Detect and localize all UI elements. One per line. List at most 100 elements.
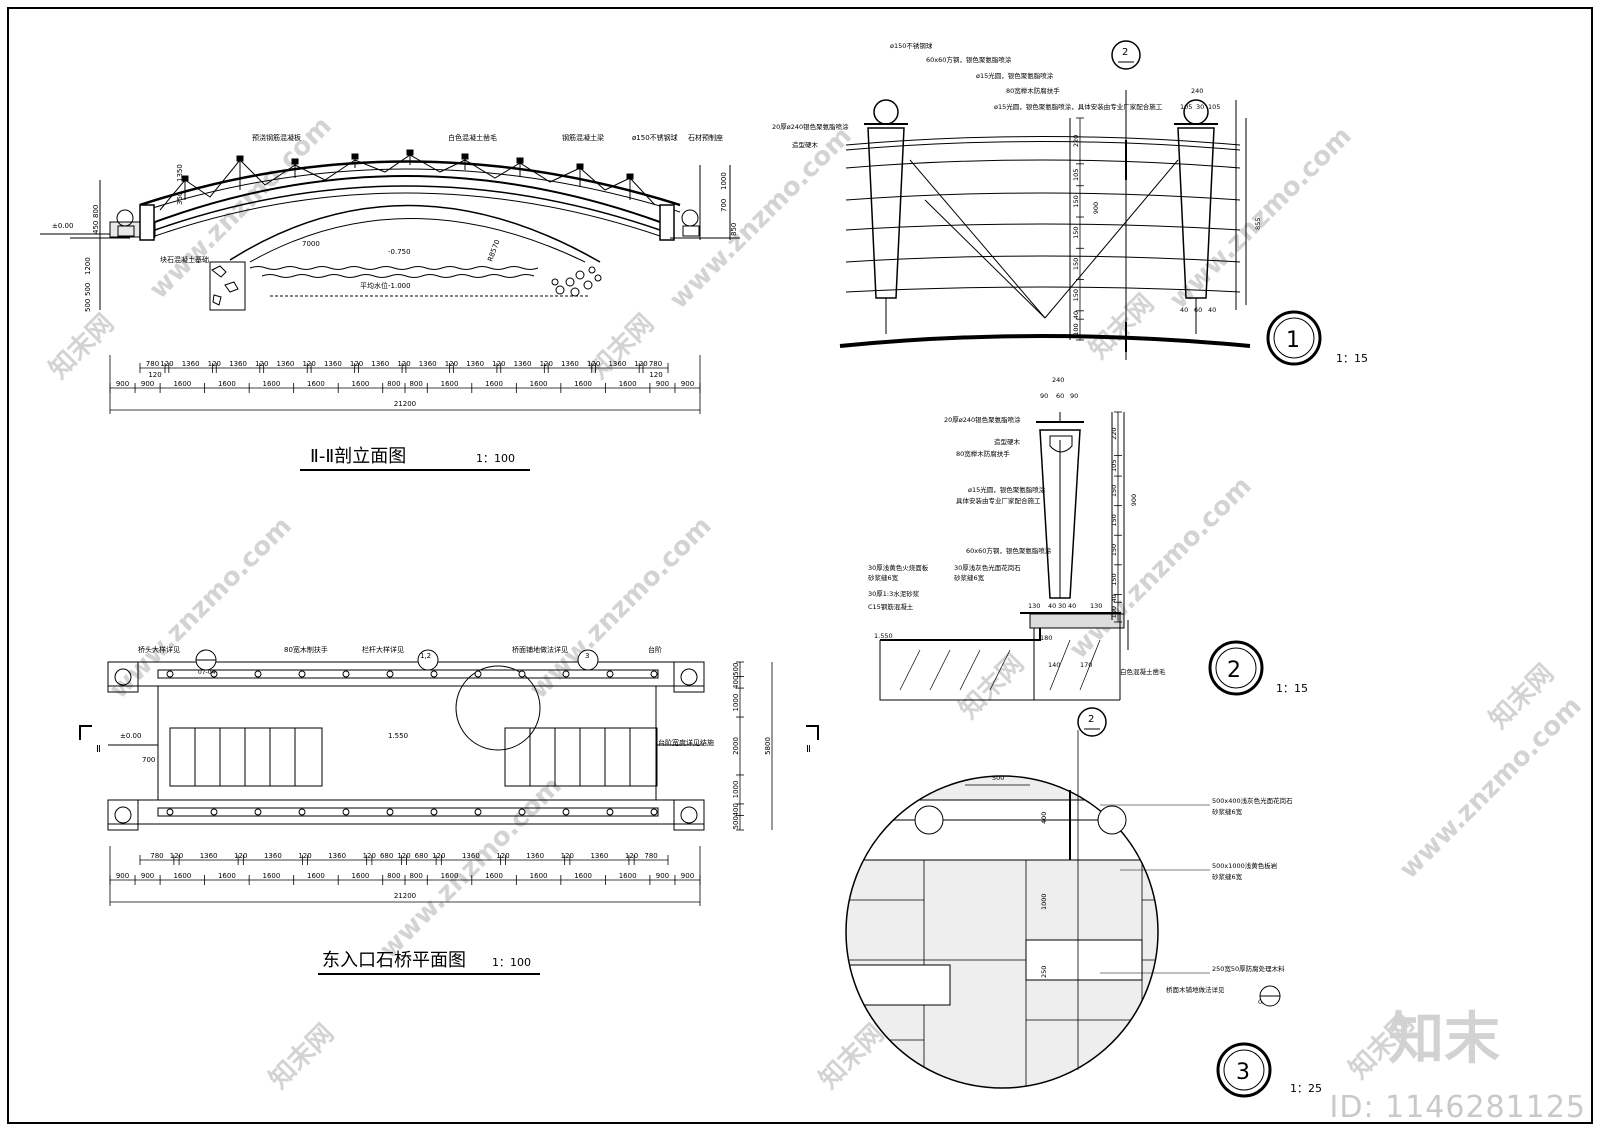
dim-value: 900: [656, 872, 669, 880]
dim-value: 780: [649, 360, 662, 368]
dim-value: 1600: [173, 872, 191, 880]
d2-dim: 60: [1056, 392, 1064, 400]
dim-value: 120: [397, 360, 410, 368]
dim-value: 120: [302, 360, 315, 368]
watermark-text: 知末网: [44, 309, 120, 385]
d2-level: 1.550: [874, 632, 893, 640]
d2-dim: 140: [1048, 661, 1060, 669]
detail-1-scale: 1：15: [1336, 352, 1368, 365]
dim-value: 150: [1110, 573, 1118, 585]
dim-value: 400: [732, 803, 740, 816]
rail-post: [166, 808, 174, 816]
sheet-border: [7, 7, 1593, 1124]
dim-value: 1600: [574, 872, 592, 880]
rail-post: [518, 808, 526, 816]
label-bridge-head: 桥头大样详见: [138, 645, 180, 654]
dim-total: 21200: [394, 892, 416, 900]
detail-3-enlarged-plan: [845, 730, 1210, 1089]
label-foundation: 块石混凝土基础: [160, 255, 209, 264]
watermark-text: www.znzmo.com: [664, 121, 858, 315]
rail-post: [210, 670, 218, 678]
dim-value: 400: [732, 676, 740, 689]
dim-value: 150: [1072, 226, 1080, 238]
d3-label-timber: 250宽50厚防腐处理木料: [1212, 964, 1285, 973]
dim-value: 680: [415, 852, 428, 860]
dim-total: 900: [1130, 494, 1138, 506]
dim-value: 1600: [619, 380, 637, 388]
d2-dim: 90: [1070, 392, 1078, 400]
rail-post: [298, 808, 306, 816]
dim-value: 1600: [263, 380, 281, 388]
label-railing: 栏杆大样详见: [362, 645, 404, 654]
plan-rail-posts: [166, 670, 658, 816]
d2-dim: 90: [1040, 392, 1048, 400]
label-stone-base: 石材预制座: [688, 133, 723, 142]
dim-value: 120: [255, 360, 268, 368]
d1-dim-855: 855: [1254, 218, 1262, 230]
dim-value: 120: [496, 852, 509, 860]
dim-value: 150: [1110, 544, 1118, 556]
dim-total: 21200: [394, 400, 416, 408]
rail-post: [342, 670, 350, 678]
dim-value: 1600: [263, 872, 281, 880]
d3-dim-1000: 1000: [1040, 893, 1048, 910]
dim-value: 900: [141, 380, 154, 388]
rail-post: [254, 808, 262, 816]
detail-1-marker: 2 1 1：15: [1111, 40, 1368, 366]
d3-label-slate: 500x1000浅黄色板岩: [1212, 861, 1278, 870]
dim-value: 900: [656, 380, 669, 388]
dim-value: 120: [298, 852, 311, 860]
dim-value: 150: [1110, 485, 1118, 497]
dim-total: 5800: [764, 737, 772, 755]
detail-1-labels: ø150不锈钢球 60x60方钢，银色聚氨脂喷涂 ø15光圆，银色聚氨脂喷涂 8…: [772, 41, 1262, 314]
d3-label-deck-ref: 桥面木铺地做法详见: [1166, 985, 1225, 994]
label-steel-ball: ø150不锈钢球: [632, 133, 678, 142]
dim-value: 800: [409, 380, 422, 388]
d2-label-granite: 30厚浅灰色光面花岗石: [954, 563, 1021, 572]
dim-value: 120: [445, 360, 458, 368]
d1-label-hardwood: 造型硬木: [792, 140, 819, 149]
d1-dim: 105: [1180, 103, 1192, 111]
dim-value: 800: [387, 872, 400, 880]
dim-value: 120: [492, 360, 505, 368]
d1-dim-top: 240: [1191, 87, 1203, 95]
rail-post: [210, 808, 218, 816]
dim-value: 1600: [352, 380, 370, 388]
label-white-concrete: 白色混凝土凿毛: [448, 133, 497, 142]
rail-post: [386, 670, 394, 678]
d2-dim: 170: [1080, 661, 1092, 669]
ref-bubble-a: 07-04: [198, 669, 216, 676]
dim-value: 800: [387, 380, 400, 388]
d1-label-round-bar: ø15光圆，银色聚氨脂喷涂: [976, 71, 1054, 80]
dim-value: 120: [160, 360, 173, 368]
dim-value: 120: [397, 852, 410, 860]
dim-value: 1360: [328, 852, 346, 860]
dim-value: 1000: [732, 781, 740, 799]
dim-value: 120: [432, 852, 445, 860]
ref-bubble-b: 1,2: [420, 652, 431, 660]
dim-value: 120: [634, 360, 647, 368]
d3-label-granite: 500x400浅灰色光面花岗石: [1212, 796, 1293, 805]
rail-post: [474, 808, 482, 816]
d2-label-round-bar: ø15光圆，银色聚氨脂喷涂: [968, 485, 1046, 494]
watermark-layer: 知末网 www.znzmo.com www.znzmo.com www.znzm…: [44, 111, 1588, 1095]
dim-value: 1360: [264, 852, 282, 860]
dim-value: 1600: [574, 380, 592, 388]
d1-label-square-steel: 60x60方钢，银色聚氨脂喷涂: [926, 55, 1012, 64]
d2-label-joint: 砂浆缝6宽: [868, 573, 899, 582]
dim-850: 850: [730, 223, 738, 236]
rail-post: [342, 808, 350, 816]
dim-value: 150: [1072, 258, 1080, 270]
dim-value: 900: [141, 872, 154, 880]
d2-label-mortar: 30厚1:3水泥砂浆: [868, 589, 920, 598]
dim-value: 1360: [466, 360, 484, 368]
label-deck-paving: 桥面铺地做法详见: [512, 645, 568, 654]
dim-radius: R8570: [486, 239, 501, 263]
dim-value: 40: [1072, 311, 1080, 319]
watermark-text: www.znzmo.com: [1064, 471, 1258, 665]
dim-value: 1600: [173, 380, 191, 388]
dim-total: 900: [1092, 202, 1100, 214]
d2-label-install: 具体安装由专业厂家配合施工: [956, 496, 1041, 505]
